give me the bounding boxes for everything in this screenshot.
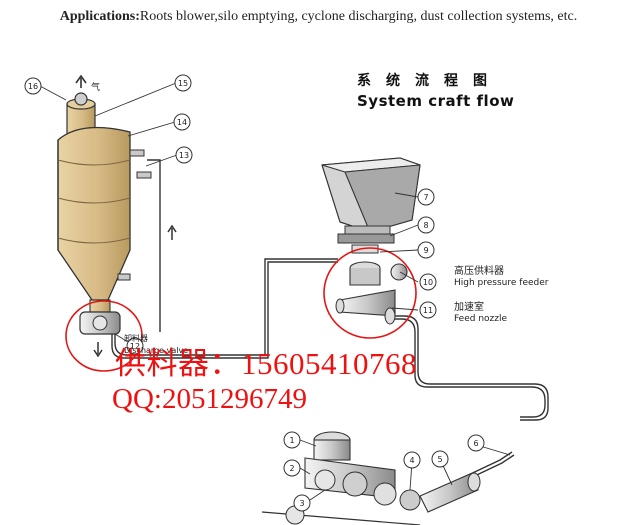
conveying-pipeline: [111, 159, 549, 491]
svg-text:9: 9: [423, 246, 428, 255]
part-marker-3: 3: [293, 494, 311, 512]
part-marker-2: 2: [283, 459, 301, 477]
svg-text:7: 7: [423, 193, 428, 202]
part-marker-16: 16: [24, 77, 42, 95]
discharge-label-cn: 卸料器: [124, 334, 148, 343]
applications-label: Applications:: [59, 9, 140, 24]
applications-line: Applications:Roots blower,silo emptying,…: [0, 9, 637, 25]
part-marker-12: 12: [126, 337, 144, 355]
part-markers: 16 15 14 13 7 8 9 10 11 12 1 2 3 4 5 6: [24, 74, 485, 512]
highlight-circles: [65, 247, 417, 372]
svg-text:4: 4: [409, 456, 414, 465]
gas-symbol: 气: [91, 81, 100, 93]
svg-text:3: 3: [299, 499, 304, 508]
part-marker-10: 10: [419, 273, 437, 291]
roots-blower: [261, 431, 481, 525]
highlight-feeder: [323, 247, 417, 339]
part-marker-6: 6: [467, 434, 485, 452]
svg-text:13: 13: [179, 151, 189, 160]
diagram-title-cn: 系统流程图: [357, 73, 502, 89]
svg-text:16: 16: [28, 82, 38, 91]
high-pressure-feeder: [335, 261, 408, 325]
nozzle-label-en: Feed nozzle: [454, 314, 508, 324]
part-marker-7: 7: [417, 188, 435, 206]
part-marker-8: 8: [417, 216, 435, 234]
diagram-title-en: System craft flow: [357, 92, 515, 110]
svg-text:15: 15: [178, 79, 188, 88]
svg-text:1: 1: [289, 436, 294, 445]
feeder-label-cn: 高压供料器: [454, 266, 504, 277]
svg-text:6: 6: [473, 439, 478, 448]
part-marker-11: 11: [419, 301, 437, 319]
svg-text:2: 2: [289, 464, 294, 473]
part-marker-14: 14: [173, 113, 191, 131]
part-marker-4: 4: [403, 451, 421, 469]
leader-lines: [39, 82, 511, 501]
svg-text:5: 5: [437, 455, 442, 464]
applications-text: Roots blower,silo emptying, cyclone disc…: [139, 9, 578, 24]
flow-arrow-up: [167, 224, 177, 240]
feed-hopper: [321, 157, 421, 254]
svg-text:14: 14: [177, 118, 187, 127]
part-marker-15: 15: [174, 74, 192, 92]
svg-text:10: 10: [423, 278, 433, 287]
svg-text:11: 11: [423, 306, 433, 315]
highlight-discharge: [65, 300, 143, 372]
svg-text:12: 12: [130, 342, 140, 351]
vent-valve: [74, 74, 88, 106]
part-marker-1: 1: [283, 431, 301, 449]
svg-text:8: 8: [423, 221, 428, 230]
nozzle-label-cn: 加速室: [454, 302, 484, 313]
part-marker-13: 13: [175, 146, 193, 164]
part-marker-5: 5: [431, 450, 449, 468]
contact-overlay: 供料器：15605410768: [115, 346, 417, 381]
feeder-label-en: High pressure feeder: [454, 278, 549, 288]
qq-overlay: QQ:2051296749: [112, 383, 307, 415]
discharge-valve: [79, 311, 121, 358]
cyclone-silo: [57, 98, 152, 313]
part-marker-9: 9: [417, 241, 435, 259]
discharge-label-en: Discharge valve: [124, 346, 189, 355]
